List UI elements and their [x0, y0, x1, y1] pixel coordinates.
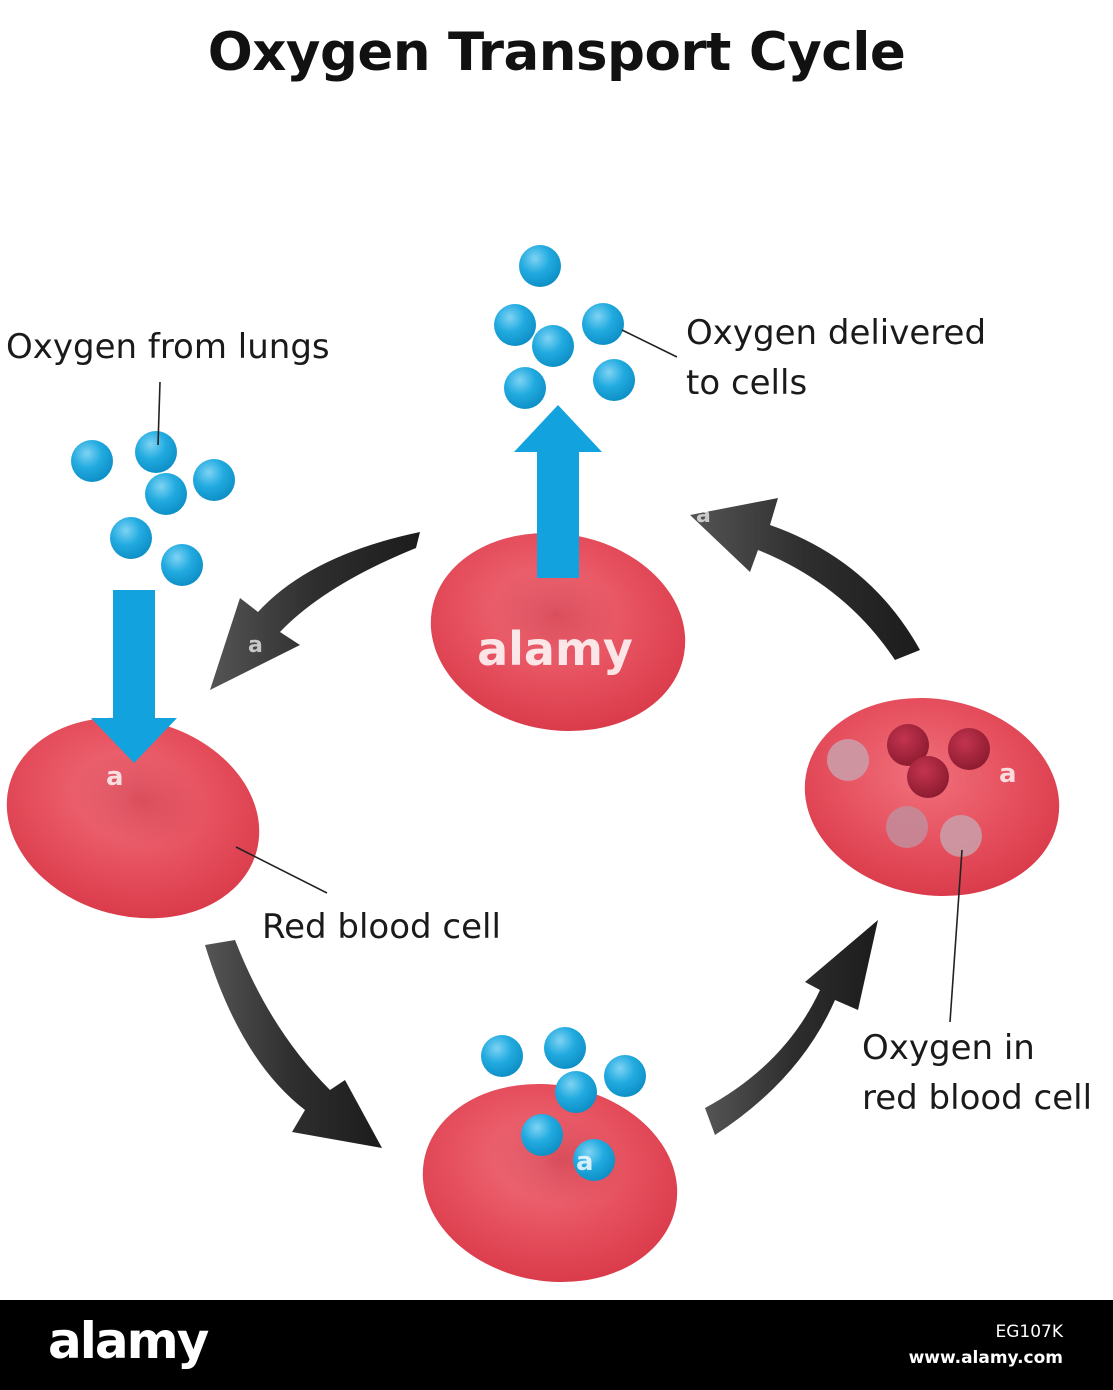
- oxygen-molecules-lungs: [71, 431, 235, 586]
- watermark-small: a: [576, 1147, 594, 1177]
- oxygen-release-arrow-icon: [514, 405, 602, 578]
- label-oxygen-delivered-line1: Oxygen delivered: [686, 313, 987, 353]
- page-title: Oxygen Transport Cycle: [207, 22, 906, 83]
- footer-bar: alamy EG107K www.alamy.com: [0, 1300, 1113, 1390]
- leader-lines: [157, 329, 963, 1023]
- cycle-arrow-icon: [690, 498, 920, 660]
- label-oxygen-from-lungs: Oxygen from lungs: [6, 327, 330, 367]
- brand-logo: alamy: [48, 1312, 209, 1370]
- label-red-blood-cell: Red blood cell: [262, 907, 501, 947]
- watermark-small: a: [106, 762, 124, 792]
- red-blood-cell-top: [430, 532, 686, 732]
- image-code: EG107K: [995, 1322, 1063, 1342]
- oxygen-cycle-diagram: alamy a a a a a a: [6, 245, 1060, 1283]
- cycle-arrow-icon: [705, 920, 878, 1135]
- cycle-arrow-icon: [205, 940, 382, 1148]
- label-oxygen-in-rbc-line1: Oxygen in: [862, 1028, 1035, 1068]
- watermark-small: a: [248, 633, 263, 658]
- red-blood-cell-left: [6, 717, 260, 919]
- red-blood-cell-bottom: [422, 1083, 678, 1283]
- watermark-small: a: [696, 503, 711, 528]
- label-oxygen-delivered-line2: to cells: [686, 363, 808, 403]
- oxygen-molecules-bottom: [481, 1027, 646, 1181]
- watermark-center: alamy: [477, 622, 633, 676]
- cycle-arrow-icon: [210, 532, 420, 690]
- watermark-small: a: [999, 759, 1017, 789]
- watermark-small: a: [400, 509, 415, 534]
- oxygen-intake-arrow-icon: [91, 590, 177, 763]
- website-link[interactable]: www.alamy.com: [908, 1348, 1063, 1368]
- label-oxygen-in-rbc-line2: red blood cell: [862, 1078, 1093, 1118]
- bound-oxygen-in-cell: [827, 724, 990, 857]
- oxygen-molecules-delivered: [494, 245, 635, 409]
